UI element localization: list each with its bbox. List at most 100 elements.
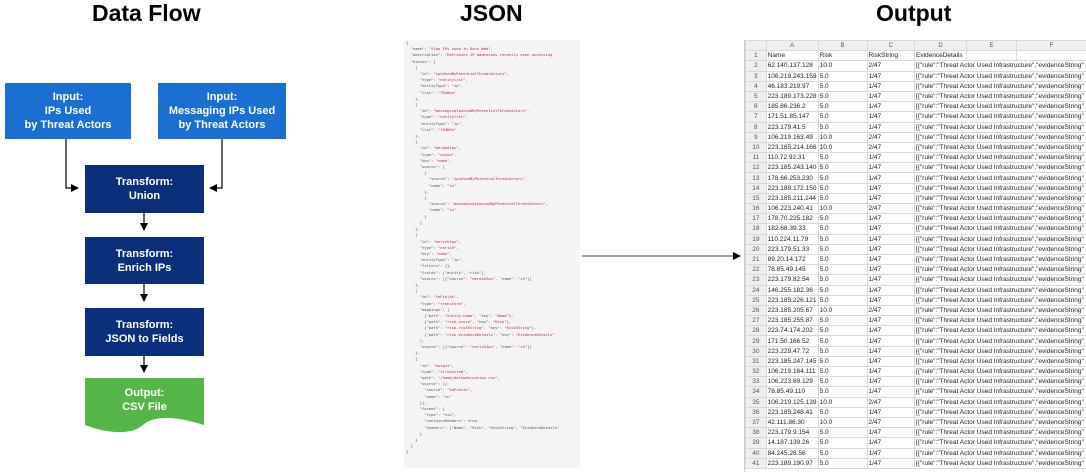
data-cell[interactable]: 5.0: [817, 345, 868, 357]
data-cell[interactable]: 10.0: [817, 60, 868, 72]
row-number[interactable]: 9: [745, 131, 767, 143]
empty-cell[interactable]: [1015, 50, 1086, 62]
row-number[interactable]: 14: [745, 182, 767, 194]
data-cell[interactable]: 42.111.86.30: [765, 416, 819, 429]
data-cell[interactable]: 106.223.69.129: [765, 376, 819, 388]
data-cell[interactable]: 5.0: [817, 182, 868, 194]
data-cell[interactable]: 5.0: [817, 101, 868, 113]
evidence-cell[interactable]: [{"rule":"Threat Actor Used Infrastructu…: [914, 304, 1086, 317]
row-number[interactable]: 8: [745, 121, 767, 133]
data-cell[interactable]: 223.185.247.145: [765, 355, 819, 368]
data-cell[interactable]: 1/47: [866, 437, 915, 449]
evidence-cell[interactable]: [{"rule":"Threat Actor Used Infrastructu…: [914, 355, 1086, 368]
row-number[interactable]: 16: [745, 202, 767, 215]
row-number[interactable]: 25: [745, 294, 767, 306]
data-cell[interactable]: 5.0: [817, 335, 868, 347]
evidence-cell[interactable]: [{"rule":"Threat Actor Used Infrastructu…: [914, 80, 1086, 92]
data-cell[interactable]: 1/47: [866, 294, 915, 306]
data-cell[interactable]: 5.0: [817, 80, 868, 92]
evidence-cell[interactable]: [{"rule":"Threat Actor Used Infrastructu…: [914, 345, 1086, 357]
data-cell[interactable]: 1/47: [866, 70, 915, 82]
data-cell[interactable]: 5.0: [817, 253, 868, 266]
data-cell[interactable]: 1/47: [866, 121, 915, 133]
row-number[interactable]: 12: [745, 162, 767, 174]
evidence-cell[interactable]: [{"rule":"Threat Actor Used Infrastructu…: [914, 365, 1086, 378]
data-cell[interactable]: 5.0: [817, 264, 868, 276]
column-letter-d[interactable]: D: [914, 40, 967, 52]
data-cell[interactable]: 10.0: [817, 202, 868, 215]
empty-cell[interactable]: [965, 50, 1017, 62]
evidence-cell[interactable]: [{"rule":"Threat Actor Used Infrastructu…: [914, 274, 1086, 286]
column-letter-b[interactable]: B: [817, 40, 868, 52]
evidence-cell[interactable]: [{"rule":"Threat Actor Used Infrastructu…: [914, 202, 1086, 215]
evidence-cell[interactable]: [{"rule":"Threat Actor Used Infrastructu…: [914, 223, 1086, 235]
data-cell[interactable]: 5.0: [817, 315, 868, 327]
evidence-cell[interactable]: [{"rule":"Threat Actor Used Infrastructu…: [914, 243, 1086, 255]
evidence-cell[interactable]: [{"rule":"Threat Actor Used Infrastructu…: [914, 315, 1086, 327]
row-number[interactable]: 18: [745, 223, 767, 235]
row-number[interactable]: 7: [745, 111, 767, 123]
data-cell[interactable]: 5.0: [817, 90, 868, 103]
evidence-cell[interactable]: [{"rule":"Threat Actor Used Infrastructu…: [914, 60, 1086, 72]
data-cell[interactable]: 5.0: [817, 386, 868, 398]
data-cell[interactable]: 1/47: [866, 315, 915, 327]
data-cell[interactable]: 5.0: [817, 284, 868, 296]
data-cell[interactable]: 1/47: [866, 182, 915, 194]
evidence-cell[interactable]: [{"rule":"Threat Actor Used Infrastructu…: [914, 264, 1086, 276]
data-cell[interactable]: 106.219.163.49: [765, 131, 819, 143]
data-cell[interactable]: 185.86.236.2: [765, 101, 819, 113]
row-number[interactable]: 26: [745, 304, 767, 317]
data-cell[interactable]: 223.185.248.41: [765, 406, 819, 418]
evidence-cell[interactable]: [{"rule":"Threat Actor Used Infrastructu…: [914, 141, 1086, 154]
data-cell[interactable]: 84.245.26.56: [765, 447, 819, 459]
data-cell[interactable]: 62.140.137.128: [765, 60, 819, 72]
data-cell[interactable]: 1/47: [866, 223, 915, 235]
data-cell[interactable]: 1/47: [866, 90, 915, 103]
data-cell[interactable]: 1/47: [866, 253, 915, 266]
data-cell[interactable]: 223.229.47.72: [765, 345, 819, 357]
evidence-cell[interactable]: [{"rule":"Threat Actor Used Infrastructu…: [914, 335, 1086, 347]
evidence-cell[interactable]: [{"rule":"Threat Actor Used Infrastructu…: [914, 131, 1086, 143]
evidence-cell[interactable]: [{"rule":"Threat Actor Used Infrastructu…: [914, 325, 1086, 337]
data-cell[interactable]: 5.0: [817, 162, 868, 174]
row-number[interactable]: 38: [745, 427, 767, 439]
data-cell[interactable]: 223.179.9.154: [765, 427, 819, 439]
evidence-cell[interactable]: [{"rule":"Threat Actor Used Infrastructu…: [914, 284, 1086, 296]
data-cell[interactable]: 223.185.255.87: [765, 315, 819, 327]
data-cell[interactable]: 2/47: [866, 416, 915, 429]
data-cell[interactable]: 223.185.214.166: [765, 141, 819, 154]
row-number[interactable]: 41: [745, 457, 767, 469]
data-cell[interactable]: 1/47: [866, 172, 915, 184]
evidence-cell[interactable]: [{"rule":"Threat Actor Used Infrastructu…: [914, 111, 1086, 123]
data-cell[interactable]: 2/47: [866, 304, 915, 317]
row-number[interactable]: 27: [745, 315, 767, 327]
data-cell[interactable]: 223.179.82.54: [765, 274, 819, 286]
data-cell[interactable]: 89.20.14.172: [765, 253, 819, 266]
data-cell[interactable]: 1/47: [866, 111, 915, 123]
data-cell[interactable]: 2/47: [866, 131, 915, 143]
evidence-cell[interactable]: [{"rule":"Threat Actor Used Infrastructu…: [914, 172, 1086, 184]
evidence-cell[interactable]: [{"rule":"Threat Actor Used Infrastructu…: [914, 192, 1086, 205]
data-cell[interactable]: 1/47: [866, 101, 915, 113]
evidence-cell[interactable]: [{"rule":"Threat Actor Used Infrastructu…: [914, 253, 1086, 266]
column-letter-c[interactable]: C: [866, 40, 915, 52]
data-cell[interactable]: 110.224.11.79: [765, 233, 819, 245]
data-cell[interactable]: 178.70.225.182: [765, 213, 819, 225]
data-cell[interactable]: 1/47: [866, 243, 915, 255]
row-number[interactable]: 3: [745, 70, 767, 82]
evidence-cell[interactable]: [{"rule":"Threat Actor Used Infrastructu…: [914, 233, 1086, 245]
data-cell[interactable]: 14.187.139.26: [765, 437, 819, 449]
data-cell[interactable]: 1/47: [866, 274, 915, 286]
data-cell[interactable]: 5.0: [817, 365, 868, 378]
row-number[interactable]: 4: [745, 80, 767, 92]
data-cell[interactable]: 223.185.205.67: [765, 304, 819, 317]
evidence-cell[interactable]: [{"rule":"Threat Actor Used Infrastructu…: [914, 213, 1086, 225]
data-cell[interactable]: 106.219.164.111: [765, 365, 819, 378]
evidence-cell[interactable]: [{"rule":"Threat Actor Used Infrastructu…: [914, 447, 1086, 459]
data-cell[interactable]: 1/47: [866, 376, 915, 388]
row-number[interactable]: 1: [745, 50, 767, 62]
data-cell[interactable]: 1/47: [866, 345, 915, 357]
data-cell[interactable]: 223.189.172.150: [765, 182, 819, 194]
evidence-cell[interactable]: [{"rule":"Threat Actor Used Infrastructu…: [914, 152, 1086, 164]
row-number[interactable]: 13: [745, 172, 767, 184]
